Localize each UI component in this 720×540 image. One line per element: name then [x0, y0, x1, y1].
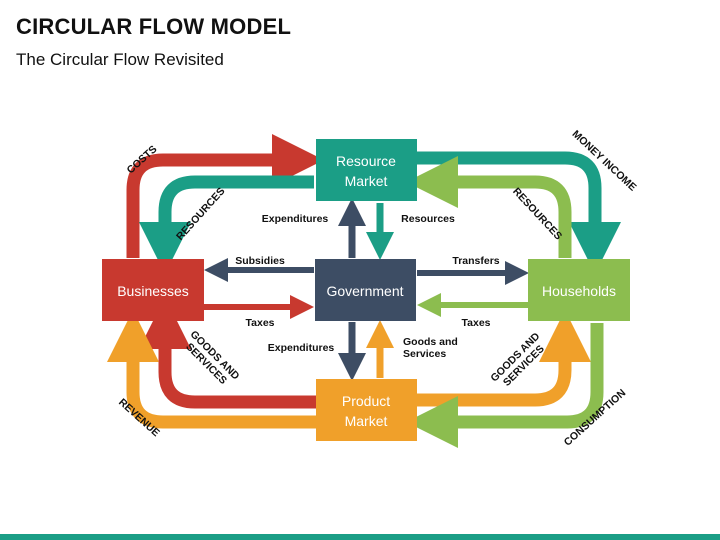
goods-services-center-label-line1: Goods and [403, 336, 458, 348]
expenditures-bottom-label: Expenditures [268, 342, 335, 354]
goods-services-left-label: GOODS AND SERVICES [183, 328, 242, 386]
footer-accent-bar [0, 534, 720, 540]
product-market-label-line1: Product [342, 393, 390, 409]
businesses-box: Businesses [102, 259, 204, 321]
resources-center-label: Resources [401, 213, 455, 225]
resources-to-businesses-arrow [139, 175, 314, 274]
resource-market-label-line1: Resource [336, 153, 396, 169]
resource-market-label-line2: Market [345, 173, 388, 189]
taxes-right-label: Taxes [462, 317, 491, 329]
page-title: CIRCULAR FLOW MODEL [16, 14, 292, 39]
government-label: Government [326, 283, 403, 299]
page-subtitle: The Circular Flow Revisited [16, 50, 224, 69]
expenditures-top-label: Expenditures [262, 213, 329, 225]
households-label: Households [542, 283, 616, 299]
subsidies-label: Subsidies [235, 255, 285, 267]
money-income-arrow [417, 151, 621, 274]
goods-services-to-businesses-arrow [139, 297, 316, 409]
resources-left-label: RESOURCES [174, 185, 227, 242]
goods-services-right-label: GOODS AND SERVICES [488, 330, 546, 389]
households-box: Households [528, 259, 630, 321]
resources-from-households-arrow [406, 156, 572, 258]
resource-market-box: Resource Market [316, 139, 417, 201]
costs-arrow [126, 134, 324, 258]
product-market-label-line2: Market [345, 413, 388, 429]
government-box: Government [315, 259, 416, 321]
revenue-arrow [107, 310, 316, 429]
businesses-label: Businesses [117, 283, 189, 299]
product-market-box: Product Market [316, 379, 417, 441]
goods-services-center-label-line2: Services [403, 348, 446, 360]
taxes-left-label: Taxes [246, 317, 275, 329]
consumption-arrow [406, 323, 604, 448]
goods-services-to-households-arrow [417, 310, 591, 407]
transfers-label: Transfers [452, 255, 499, 267]
